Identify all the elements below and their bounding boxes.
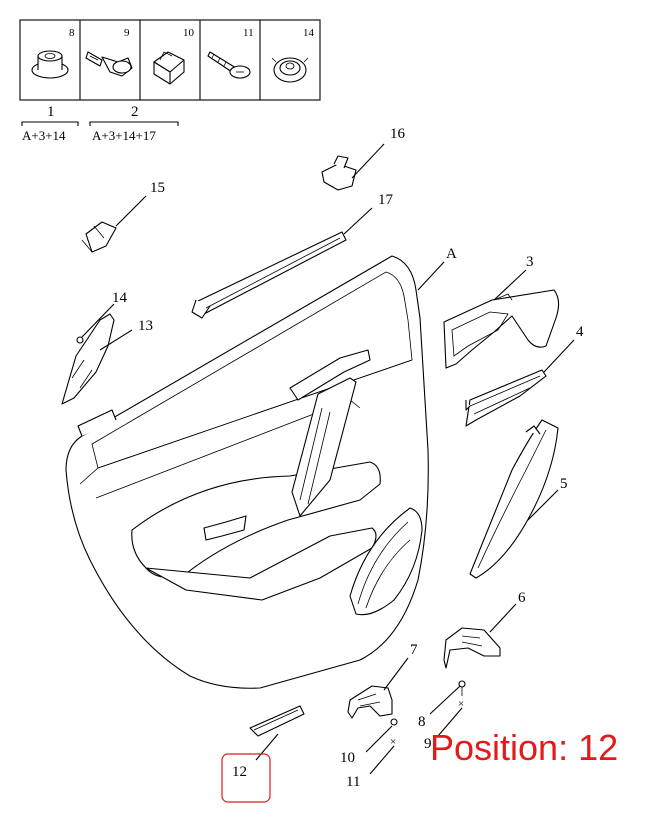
part-7-bracket (347, 657, 409, 719)
screw-icon (207, 51, 251, 79)
cell-num-10: 10 (183, 27, 195, 39)
cell-num-14: 14 (303, 27, 315, 39)
callout-6: 6 (518, 590, 526, 606)
cell-num-9: 9 (124, 27, 130, 39)
fastener-10-11: × (365, 718, 398, 775)
callout-12: 12 (232, 764, 247, 780)
callout-4: 4 (576, 324, 584, 340)
nut-clip-icon (31, 50, 69, 79)
square-clip-icon (153, 51, 185, 85)
cross-mark: × (458, 698, 464, 710)
fastener-8-right: × (429, 680, 466, 737)
part-17-strip (191, 207, 373, 319)
callout-7: 7 (410, 642, 418, 658)
door-panel-a (65, 255, 445, 689)
callout-a: A (446, 246, 457, 262)
fastener-table: 8 9 10 11 14 (19, 19, 321, 143)
group-num-2: 2 (131, 104, 139, 120)
part-12-cover (249, 705, 305, 761)
part-14-clip (76, 303, 115, 344)
callout-16: 16 (390, 126, 406, 142)
callout-9: 9 (424, 736, 432, 752)
callout-5: 5 (560, 476, 568, 492)
callout-14: 14 (112, 290, 128, 306)
part-16-clip (321, 143, 385, 191)
position-label: Position: 12 (430, 727, 618, 768)
callout-11: 11 (346, 774, 360, 790)
callout-13: 13 (138, 318, 153, 334)
callout-17: 17 (378, 192, 394, 208)
cell-num-11: 11 (243, 27, 254, 39)
group-text-2: A+3+14+17 (92, 128, 156, 143)
cross-mark-2: × (390, 736, 396, 748)
part-15-clip (81, 195, 147, 253)
bolt-icon (85, 51, 133, 77)
callout-15: 15 (150, 180, 165, 196)
callout-10: 10 (340, 750, 355, 766)
part-13-trim (61, 313, 133, 405)
cell-num-8: 8 (69, 27, 75, 39)
callout-3: 3 (526, 254, 534, 270)
push-clip-icon (271, 57, 309, 83)
part-6-bracket (443, 603, 517, 669)
part-4-trim (465, 339, 575, 427)
highlight-box-12 (221, 753, 271, 803)
part-3-handle (443, 269, 560, 369)
callout-8: 8 (418, 714, 426, 730)
part-5-trim (469, 419, 559, 579)
group-text-1: A+3+14 (22, 128, 66, 143)
group-num-1: 1 (47, 104, 55, 120)
